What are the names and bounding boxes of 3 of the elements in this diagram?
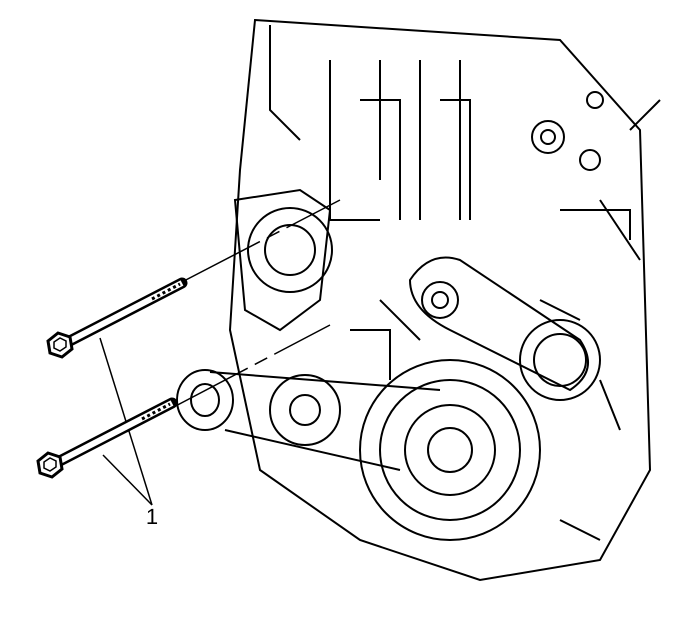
leader-line	[99, 338, 153, 506]
callout-number: 1	[144, 505, 160, 529]
leader-line	[102, 454, 153, 506]
